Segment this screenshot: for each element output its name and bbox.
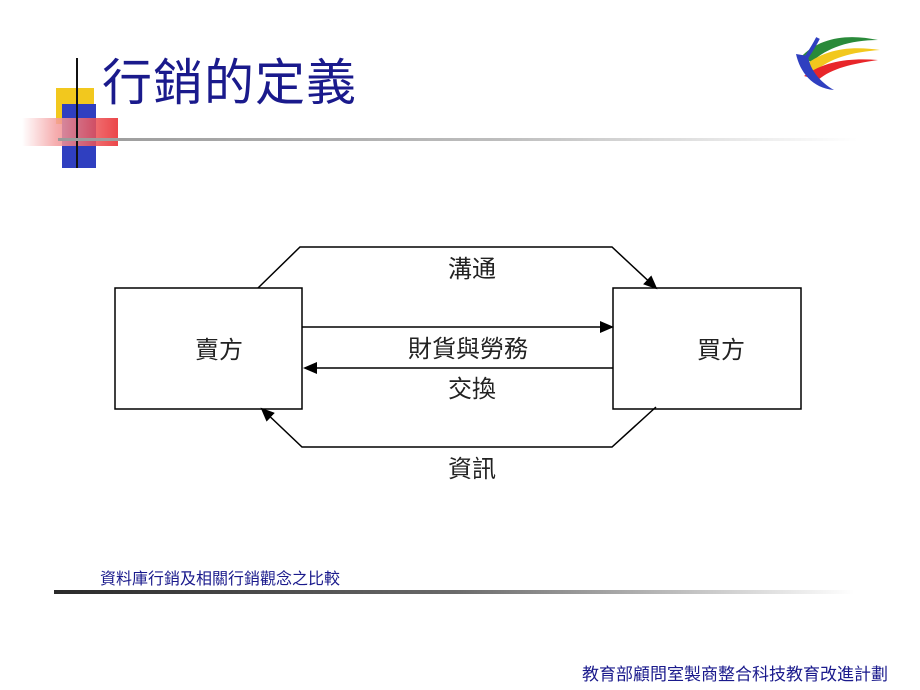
slide-caption: 資料庫行銷及相關行銷觀念之比較 [100,569,341,588]
communication-arrow [257,246,658,290]
accent-vertical-line [76,58,78,168]
buyer-label: 買方 [697,336,745,364]
exchange-label: 交換 [448,375,496,403]
information-label: 資訊 [448,455,496,483]
footer-text: 教育部顧問室製商整合科技教育改進計劃 [582,665,888,685]
page-title: 行銷的定義 [102,54,357,112]
buyer-box [612,287,802,410]
seller-label: 賣方 [195,336,243,364]
title-divider [58,138,858,141]
communication-label: 溝通 [448,255,496,283]
swoosh-logo-icon [796,37,880,90]
information-arrow [260,406,657,448]
caption-divider [54,590,854,594]
title-accent [0,0,120,175]
accent-red-bar [22,118,118,146]
seller-box [114,287,303,410]
goods-services-label: 財貨與勞務 [408,335,528,363]
